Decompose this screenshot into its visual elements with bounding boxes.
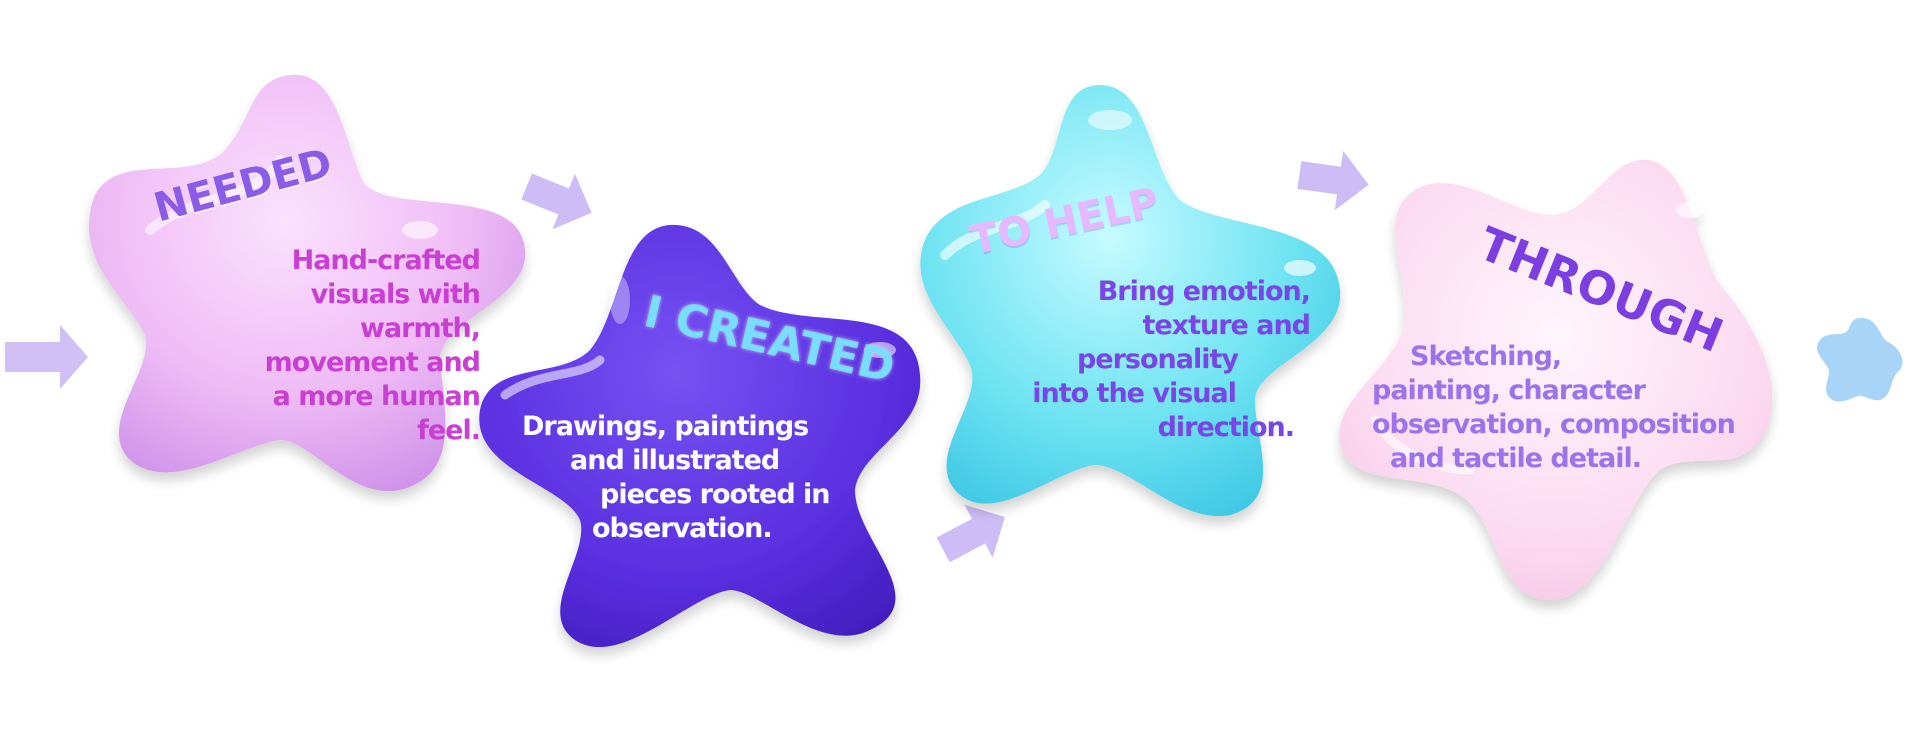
step-blob-needed: [88, 74, 526, 492]
description-line: pieces rooted in: [600, 479, 831, 510]
description-line: direction.: [1157, 412, 1295, 443]
step-blob-i-created: [479, 224, 921, 648]
description-line: and illustrated: [570, 445, 780, 476]
description-line: Bring emotion,: [1097, 276, 1311, 307]
arrow-icon: [936, 504, 1006, 563]
description-line: and tactile detail.: [1390, 443, 1642, 474]
description-line: Hand-crafted: [291, 245, 481, 276]
description-line: Sketching,: [1410, 341, 1562, 372]
step-blob-to-help: [920, 85, 1341, 517]
step-description-to-help: Bring emotion, texture and personality i…: [1032, 275, 1311, 445]
arrow-icon: [1297, 150, 1369, 211]
step-description-needed: Hand-crafted visuals with warmth, moveme…: [264, 244, 481, 448]
description-line: warmth,: [360, 313, 481, 344]
step-description-i-created: Drawings, paintings and illustrated piec…: [522, 410, 831, 546]
description-line: painting, character: [1372, 375, 1646, 406]
step-blob-through: [1339, 159, 1773, 600]
end-flower-icon: [1817, 318, 1903, 402]
description-line: movement and: [264, 347, 481, 378]
description-line: observation, composition: [1372, 409, 1736, 440]
description-line: personality: [1076, 344, 1239, 375]
step-description-through: Sketching, painting, character observati…: [1372, 340, 1736, 476]
description-line: observation.: [592, 513, 773, 544]
description-line: a more human: [272, 381, 481, 412]
description-line: visuals with: [310, 279, 481, 310]
arrow-icon: [5, 325, 88, 389]
description-line: into the visual: [1032, 378, 1237, 409]
description-line: feel.: [417, 415, 481, 446]
arrow-icon: [521, 173, 592, 230]
description-line: texture and: [1142, 310, 1311, 341]
description-line: Drawings, paintings: [522, 411, 809, 442]
